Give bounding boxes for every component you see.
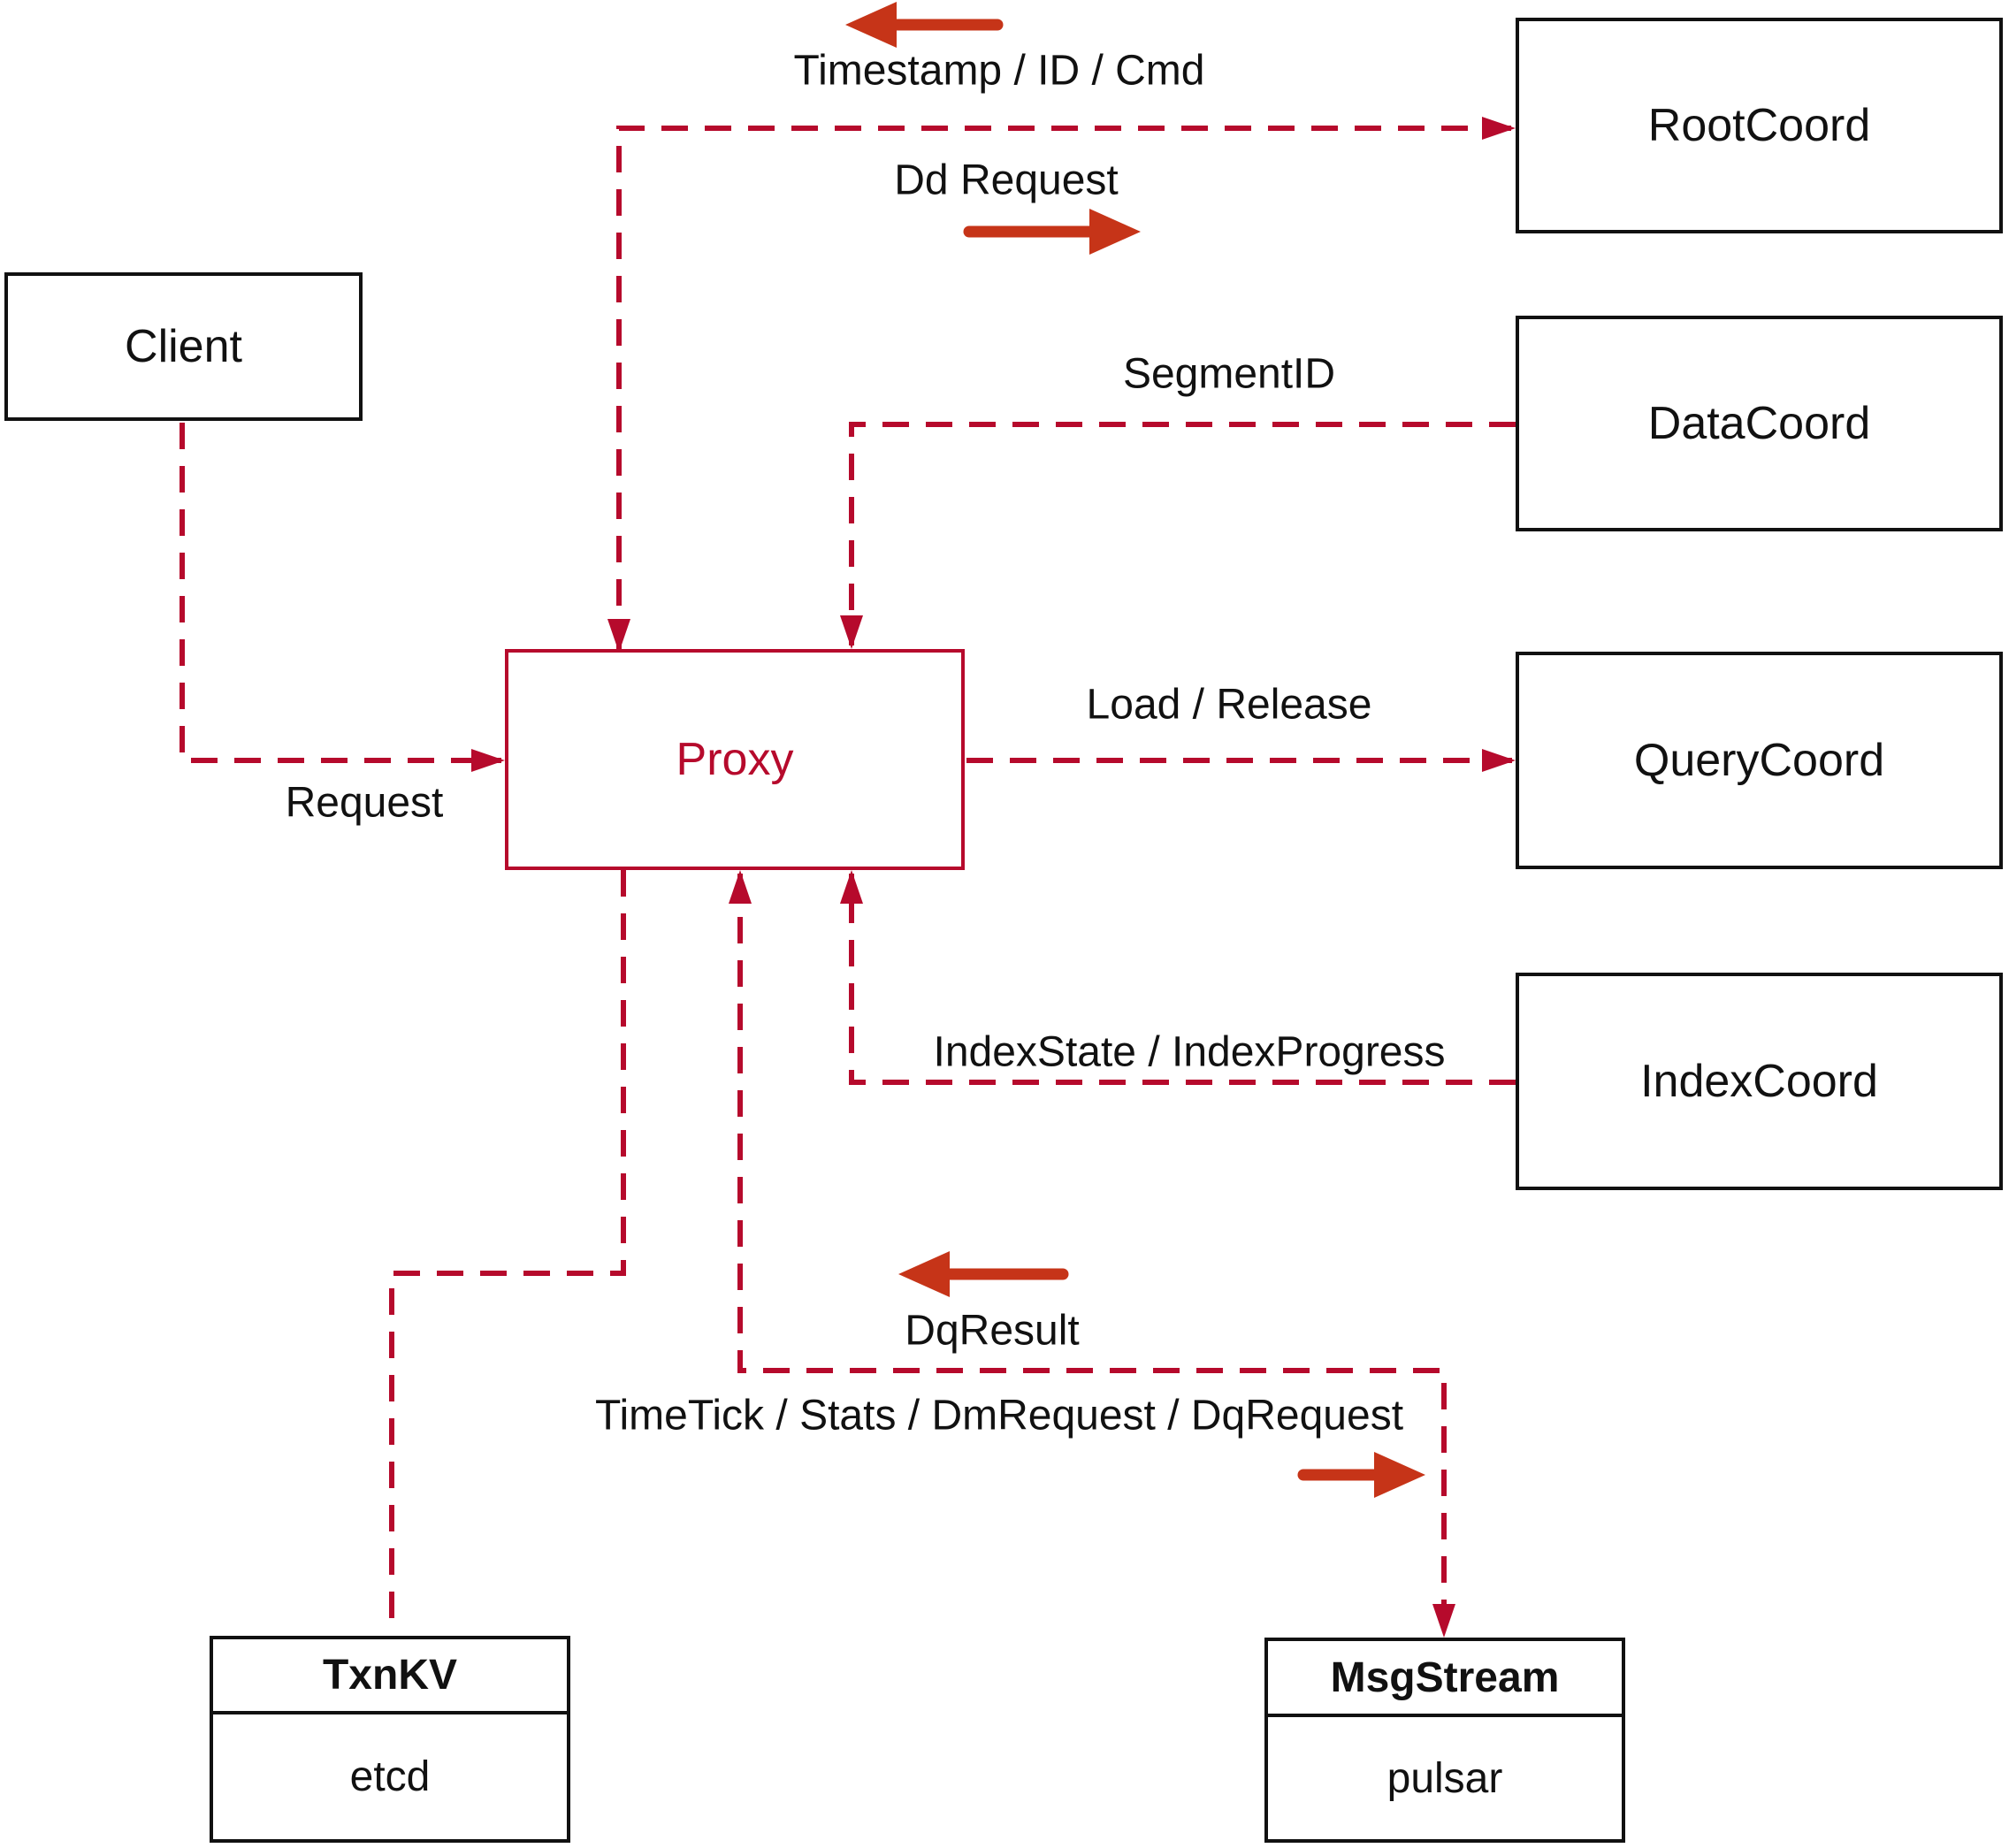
- edge-proxy-txnkv: [389, 870, 626, 1634]
- label-timetick-stats: TimeTick / Stats / DmRequest / DqRequest: [594, 1392, 1404, 1439]
- msgstream-impl-label: pulsar: [1386, 1754, 1503, 1802]
- label-request: Request: [285, 779, 444, 827]
- edge-datacoord-proxy: [840, 422, 1516, 649]
- node-indexcoord: IndexCoord: [1516, 973, 2003, 1190]
- rootcoord-request-arrow: [963, 209, 1141, 255]
- node-datacoord: DataCoord: [1516, 316, 2003, 531]
- node-client-label: Client: [125, 321, 242, 372]
- node-client: Client: [4, 272, 363, 421]
- txnkv-title: TxnKV: [213, 1639, 567, 1714]
- label-index-state-progress: IndexState / IndexProgress: [933, 1028, 1446, 1076]
- node-rootcoord-label: RootCoord: [1647, 100, 1871, 151]
- node-msgstream: MsgStream pulsar: [1264, 1638, 1625, 1843]
- label-dq-result: DqResult: [905, 1307, 1080, 1355]
- edge-client-proxy: [180, 423, 505, 772]
- edge-proxy-rootcoord: [607, 117, 1516, 653]
- label-timestamp-id-cmd: Timestamp / ID / Cmd: [793, 47, 1205, 95]
- node-querycoord: QueryCoord: [1516, 652, 2003, 869]
- node-proxy-label: Proxy: [676, 734, 794, 785]
- rootcoord-response-arrow: [845, 2, 1004, 48]
- node-txnkv: TxnKV etcd: [210, 1636, 570, 1843]
- node-rootcoord: RootCoord: [1516, 18, 2003, 233]
- edge-proxy-msgstream: [729, 870, 1455, 1638]
- txnkv-impl-label: etcd: [349, 1753, 431, 1800]
- msgstream-title: MsgStream: [1268, 1641, 1622, 1717]
- label-load-release: Load / Release: [1086, 681, 1372, 729]
- node-querycoord-label: QueryCoord: [1633, 735, 1885, 786]
- label-dd-request: Dd Request: [894, 157, 1119, 204]
- label-segment-id: SegmentID: [1122, 350, 1336, 398]
- node-datacoord-label: DataCoord: [1647, 398, 1871, 449]
- msgstream-request-arrow: [1297, 1452, 1425, 1498]
- node-proxy: Proxy: [505, 649, 965, 870]
- msgstream-result-arrow: [898, 1251, 1069, 1297]
- node-indexcoord-label: IndexCoord: [1640, 1056, 1878, 1107]
